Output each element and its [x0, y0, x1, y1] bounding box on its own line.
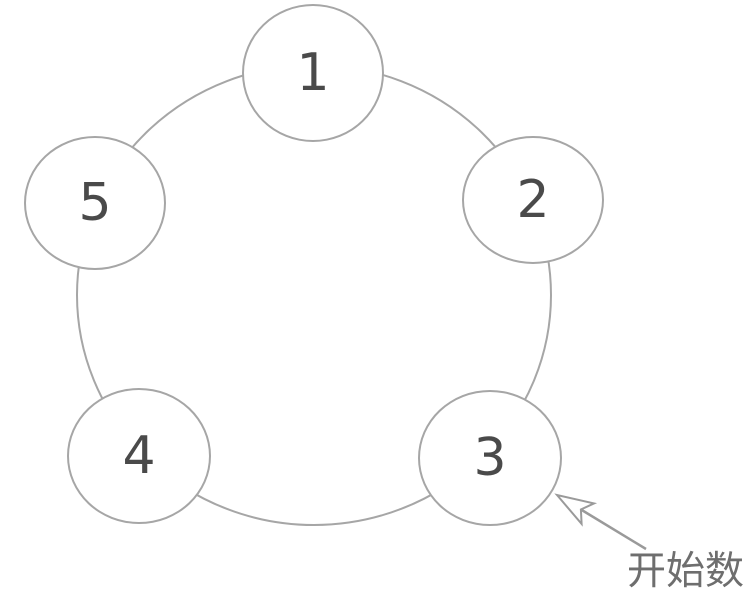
node-circle-1: 1	[242, 4, 384, 142]
node-label-1: 1	[296, 43, 330, 103]
annotation-start-label: 开始数	[627, 549, 745, 594]
node-label-5: 5	[78, 173, 112, 233]
node-label-2: 2	[516, 170, 550, 230]
arrow-line	[580, 508, 647, 551]
node-label-4: 4	[122, 426, 156, 486]
node-label-3: 3	[473, 428, 507, 488]
node-circle-5: 5	[24, 136, 166, 270]
node-circle-4: 4	[67, 388, 211, 524]
arrow-head	[554, 493, 598, 527]
node-circle-3: 3	[418, 390, 562, 526]
node-circle-2: 2	[462, 136, 604, 264]
